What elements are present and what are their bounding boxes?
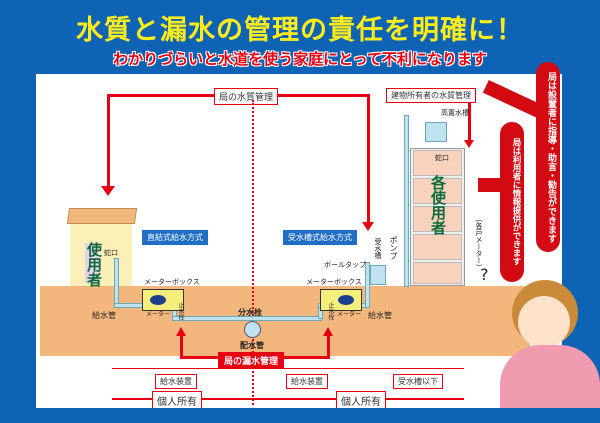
branch-valve-label: 分水栓 — [238, 308, 262, 317]
woman-body — [500, 345, 600, 415]
ownership-line — [112, 398, 464, 400]
meter-icon — [338, 295, 354, 305]
elevated-tank-label: 高置水槽 — [441, 109, 469, 117]
arrow-left-icon — [478, 178, 502, 192]
arrow-down-icon — [362, 222, 374, 231]
supply-pipe-label: 給水管 — [368, 311, 392, 320]
receiving-tank — [370, 265, 386, 285]
direct-system-label: 直結式給水方式 — [142, 230, 208, 245]
page-title: 水質と漏水の管理の責任を明確に！ — [76, 15, 524, 46]
valve-label: 止水栓 — [327, 302, 334, 320]
meter-box-label: メーターボックス — [306, 278, 362, 286]
arrow-up-icon — [323, 327, 333, 336]
guidance-callout: 局は設置者に指導・助言・勧告ができます — [536, 62, 560, 252]
owner-quality-label: 建物所有者の水質管理 — [386, 88, 476, 103]
bottom-band — [0, 408, 600, 423]
house-roof — [66, 208, 138, 224]
meter-label: メーター — [337, 311, 362, 318]
supply-pipe-label: 給水管 — [92, 311, 116, 320]
scope-supply-device: 給水装置 — [155, 374, 197, 389]
subtitle: わかりづらいと水道を使う家庭にとって不利になります — [113, 50, 487, 68]
scope-line — [112, 368, 464, 369]
bureau-quality-label: 局の水質管理 — [214, 88, 279, 105]
arrow-down-icon — [101, 186, 115, 196]
ground — [40, 286, 530, 356]
tank-system-label: 受水槽式給水方式 — [283, 230, 357, 245]
house — [70, 222, 132, 286]
each-user-label: 各使用者 — [429, 175, 447, 235]
receiving-tank-label: 受水槽 — [374, 238, 382, 259]
info-callout: 局は利用者に情報提供ができます — [500, 122, 524, 282]
main-pipe-label: 配水管 — [240, 341, 264, 350]
main-pipe-icon — [244, 321, 261, 338]
meter-icon — [150, 295, 166, 305]
owner-quality-line — [468, 94, 471, 142]
scope-below-tank: 受水槽以下 — [393, 374, 443, 389]
pump-label: ポンプ — [389, 236, 398, 260]
faucet-label: 蛇口 — [435, 154, 449, 162]
meter-label: メーター — [146, 311, 171, 318]
arrow-up-icon — [176, 327, 186, 336]
bureau-leak-label: 局の漏水管理 — [218, 352, 285, 369]
bureau-quality-line-right — [367, 94, 370, 224]
question-mark: ? — [480, 265, 489, 284]
bureau-quality-line-left — [107, 94, 110, 189]
valve-label: 止水栓 — [177, 302, 184, 320]
boundary-line — [252, 100, 254, 405]
scope-supply-device: 給水装置 — [286, 374, 328, 389]
meter-box-label: メーターボックス — [144, 278, 200, 286]
woman-face — [518, 296, 570, 348]
unit-meter-label: （各戸メーター） — [475, 215, 483, 271]
arrow-down-icon — [464, 140, 474, 148]
faucet-label: 蛇口 — [104, 249, 118, 257]
elevated-tank — [425, 122, 447, 142]
user-label: 使用者 — [85, 242, 103, 287]
ball-tap-label: ボールタップ — [324, 261, 366, 269]
